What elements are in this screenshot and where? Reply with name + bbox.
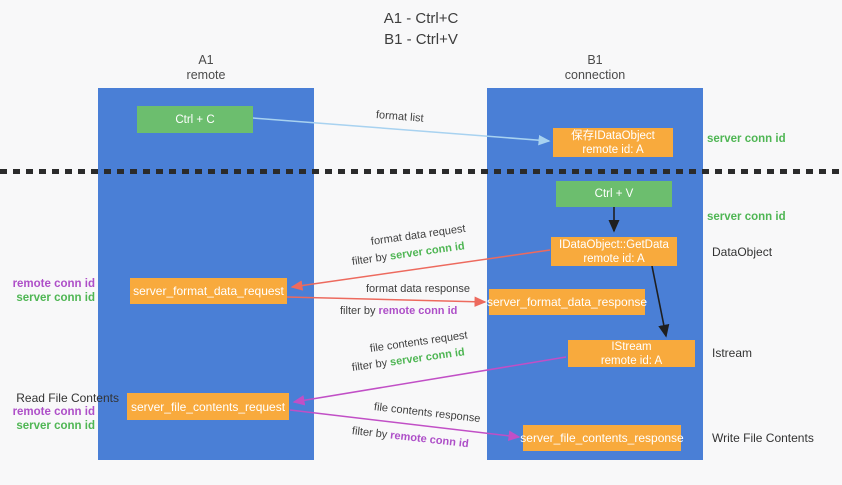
side-label-server-conn-id-2: server conn id [16,420,95,432]
filter-by-text: filter by [340,305,379,317]
edge-label-filter-server-conn-id-1: filter by server conn id [351,240,465,268]
session-divider [0,169,842,174]
node-server-file-contents-response: server_file_contents_response [520,425,684,451]
side-label-server-conn-id-1: server conn id [16,292,95,304]
side-label-dataobject: DataObject [712,245,773,259]
edge-label-filter-server-conn-id-2: filter by server conn id [351,346,465,374]
node-server-file-contents-request-label: server_file_contents_request [130,399,286,414]
side-label-remote-conn-id-2: remote conn id [12,406,95,418]
node-server-format-data-request-label: server_format_data_request [133,284,284,298]
node-ctrl-v-label: Ctrl + V [594,188,634,200]
node-save-idataobject-line1: 保存IDataObject [571,129,655,142]
lifeline-b1-subtitle: connection [564,68,626,82]
node-server-format-data-request: server_format_data_request [130,278,287,304]
edge-label-format-list: format list [375,109,425,125]
side-label-istream: Istream [712,346,753,360]
arrow-format-data-response [286,296,487,307]
node-getdata-line2: remote id: A [583,252,645,265]
node-save-idataobject: 保存IDataObject remote id: A [553,128,673,157]
node-ctrl-c-label: Ctrl + C [175,113,215,126]
edge-label-file-contents-response: file contents response [373,401,482,426]
node-server-format-data-response-label: server_format_data_response [486,295,648,309]
side-label-write-file-contents: Write File Contents [712,431,814,445]
edge-label-format-data-response: format data response [366,283,470,295]
node-server-format-data-response: server_format_data_response [486,289,648,315]
node-server-file-contents-response-label: server_file_contents_response [520,431,684,445]
edge-label-filter-remote-conn-id-2: filter by remote conn id [351,425,469,450]
filter-by-text: filter by [351,356,391,374]
title-line-1: A1 - Ctrl+C [383,10,459,27]
side-label-server-conn-id-mid: server conn id [707,211,786,223]
lifeline-header-a1: A1 remote [98,53,314,83]
side-label-server-conn-id-top: server conn id [707,133,786,145]
node-getdata-line1: IDataObject::GetData [559,238,669,251]
lifeline-a1-subtitle: remote [186,68,226,82]
node-istream-line2: remote id: A [600,354,663,367]
filter-by-text: filter by [351,250,391,268]
node-ctrl-c: Ctrl + C [137,106,253,133]
lifeline-b1-name: B1 [587,53,603,67]
node-save-idataobject-line2: remote id: A [582,143,644,156]
node-server-file-contents-request: server_file_contents_request [127,393,289,420]
node-istream: IStream remote id: A [568,340,695,367]
node-ctrl-v: Ctrl + V [556,181,672,207]
node-istream-line1: IStream [611,340,652,353]
remote-conn-id-key: remote conn id [378,305,458,317]
lifeline-a1-name: A1 [198,53,214,67]
filter-by-text: filter by [351,425,391,442]
edge-label-filter-remote-conn-id-1: filter by remote conn id [340,305,457,317]
side-label-read-file-contents: Read File Contents [16,391,119,405]
remote-conn-id-key: remote conn id [389,429,470,451]
side-label-remote-conn-id-1: remote conn id [12,278,95,290]
lifeline-header-b1: B1 connection [487,53,703,83]
title-line-2: B1 - Ctrl+V [384,31,458,48]
node-getdata: IDataObject::GetData remote id: A [551,237,677,266]
diagram-title: A1 - Ctrl+C B1 - Ctrl+V [0,8,842,50]
